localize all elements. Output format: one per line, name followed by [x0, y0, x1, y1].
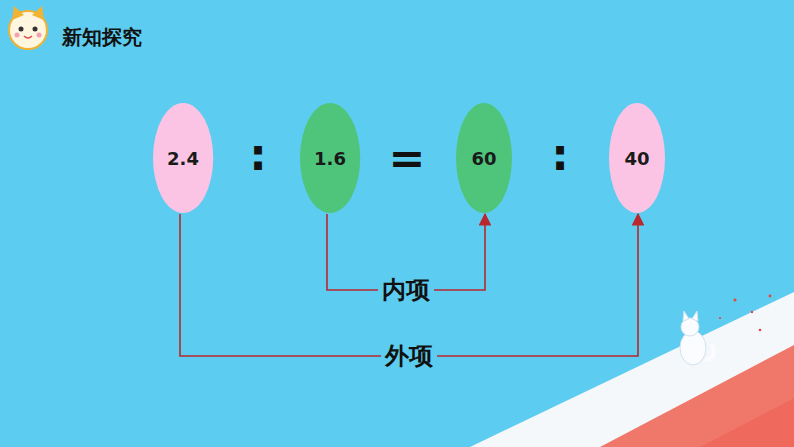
section-title: 新知探究	[62, 24, 142, 51]
ratio-term-ellipse: 2.4	[152, 102, 214, 214]
ratio-term-ellipse: 40	[608, 102, 666, 214]
snow-slope	[470, 292, 794, 447]
ratio-number: 1.6	[314, 148, 346, 169]
petals	[719, 295, 771, 332]
cat-figure	[680, 311, 714, 365]
ellipse-outline	[609, 103, 665, 213]
ratio-number: 60	[471, 148, 496, 169]
ratio-symbol: :	[249, 133, 267, 177]
red-slope-dark	[700, 398, 794, 447]
ellipse-outline	[456, 103, 512, 213]
ratio-number: 2.4	[167, 148, 199, 169]
term-label: 内项	[378, 276, 434, 305]
ellipse-outline	[300, 103, 360, 213]
ratio-number: 40	[624, 148, 649, 169]
bracket-connector	[180, 214, 638, 356]
ellipse-outline	[153, 103, 213, 213]
cat-icon	[9, 6, 47, 49]
ratio-term-ellipse: 60	[455, 102, 513, 214]
ratio-symbol: =	[389, 136, 426, 180]
ratio-term-ellipse: 1.6	[299, 102, 361, 214]
ratio-symbol: :	[551, 133, 569, 177]
term-label: 外项	[381, 342, 437, 371]
